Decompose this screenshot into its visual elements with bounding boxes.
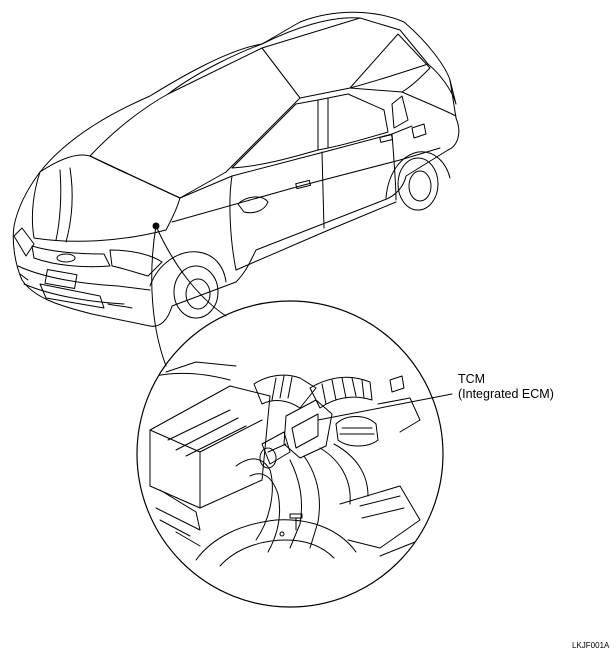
detail-inset [136,300,444,608]
fuel-door [411,123,427,139]
car-body-outline [12,11,460,327]
hood [31,154,181,242]
rear-door-handle [379,134,394,143]
front-door-window [231,99,319,169]
tcm-connector-2 [267,443,287,453]
rear-door-window [327,93,389,149]
fender-edge [139,372,231,381]
harness-2 [249,473,281,553]
rear-wheel [397,157,439,211]
roof-edge [261,17,361,49]
license-plate [44,269,78,289]
trunk-line [401,91,457,117]
tcm-face [291,413,319,449]
rear-wheel-arch [385,151,451,199]
rear-wheel-hub [408,170,432,202]
roof [167,17,429,99]
callout-pointer [151,222,227,367]
lower-grille [39,283,105,309]
rear-window [349,33,431,93]
hose-3 [319,447,351,505]
front-wheel [173,265,219,319]
tcm-connector-1 [261,431,291,465]
quarter-window [391,95,409,129]
body-crease [171,147,441,223]
reservoir-ribs [339,427,375,435]
tcm-label-line1: TCM [458,372,486,386]
tcm-unit [283,399,333,459]
figure-code: LKJF001A [572,641,610,650]
b-pillar [317,97,329,151]
fog-light-right [19,273,29,281]
reservoir-cap [335,416,379,447]
intake-duct [253,374,317,409]
tcm-label-line2: (Integrated ECM) [458,387,554,401]
connector-ring [259,447,277,469]
engine-detail [359,495,405,519]
trunk-lid [427,63,457,105]
hose-4 [333,443,369,497]
hood-edge-detail [165,361,237,373]
belt-line [179,125,413,199]
bumper-lower [23,283,125,305]
lower-frame [159,519,421,557]
front-door-handle [295,179,312,190]
rocker-line [235,201,397,271]
air-cleaner-lid [149,419,263,453]
engine-bay-detail [139,361,421,567]
rear-door-edge [391,133,397,201]
air-cleaner-base [155,489,201,531]
clip-detail [389,375,405,393]
strut-bolt [289,513,303,531]
hood-line-2 [65,167,73,243]
car-drawing [12,11,460,327]
corrugated-hose [309,376,373,409]
strut-tower [195,519,357,561]
front-wheel-arch [149,251,227,287]
upper-grille [31,245,111,268]
fog-light-left [107,303,133,309]
kia-logo [56,253,76,263]
hose-1 [289,459,303,549]
front-bumper [17,265,151,291]
engine-block [339,485,421,549]
right-headlight [109,249,163,277]
callout-cone [151,225,227,367]
duct-ribs [271,375,293,401]
detail-circle-border [136,300,444,608]
hood-line-1 [55,169,62,241]
hose-2 [303,455,320,549]
door-split [321,151,325,229]
tcm-leader-line [317,393,453,421]
strut-tower-inner [219,539,335,567]
left-headlight [13,227,35,257]
air-cleaner-box [149,385,271,509]
tcm-label: TCM (Integrated ECM) [458,372,554,402]
front-door-edge [229,175,237,271]
hose-ribs [321,377,365,405]
side-mirror [237,196,269,214]
bracket-right [377,397,421,433]
bolt-small [279,531,285,537]
front-wheel-hub [185,278,211,310]
air-cleaner-ribs [167,409,247,457]
